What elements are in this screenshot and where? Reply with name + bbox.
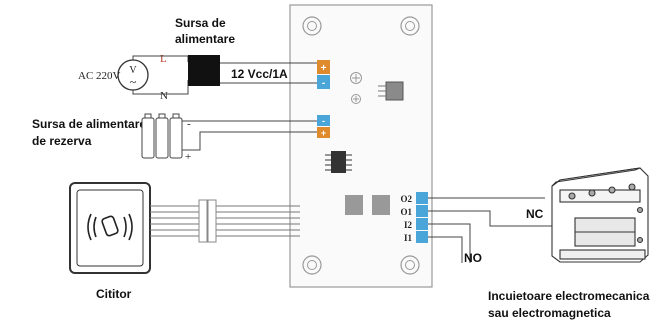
voltmeter-tilde-label: ~: [130, 75, 137, 89]
line-l-label: L: [160, 53, 167, 65]
power-terminal-block: + -: [317, 60, 330, 89]
component-pad: [345, 195, 363, 215]
ac-voltage-label: AC 220V: [78, 70, 121, 82]
power-minus-sign: -: [322, 78, 325, 89]
terminal-o1-label: O1: [400, 207, 412, 217]
mounting-hole-bottom-left: [302, 255, 322, 275]
power-supply-label-line1: Sursa de: [175, 16, 226, 30]
dc-wires: [220, 62, 318, 84]
output-terminal-block: [416, 192, 428, 243]
lock-label-line2: sau electromagnetica: [488, 306, 611, 320]
backup-supply-label-line1: Sursa de alimentare: [32, 117, 146, 131]
terminal-i1-label: I1: [404, 233, 413, 243]
screw-icon: [350, 72, 362, 104]
reader-label: Cititor: [96, 287, 132, 301]
mounting-hole-bottom-right: [400, 255, 420, 275]
controller-board: [289, 4, 433, 288]
power-supply-label-line2: alimentare: [175, 32, 235, 46]
battery-terminal-plus: +: [321, 128, 326, 138]
line-n-label: N: [160, 90, 168, 102]
relay-component: [378, 81, 404, 101]
battery-minus-label: -: [187, 118, 191, 130]
backup-supply-label-line2: de rezerva: [32, 134, 92, 148]
battery-terminal-minus: -: [322, 116, 325, 126]
no-label: NO: [464, 251, 482, 265]
reader-cable: [150, 199, 300, 243]
lock-wires: [428, 197, 560, 263]
terminal-o2-label: O2: [400, 194, 412, 204]
mounting-hole-top-left: [302, 16, 322, 36]
battery-terminal-block: - +: [317, 115, 330, 138]
dc-output-label: 12 Vcc/1A: [231, 67, 288, 81]
nc-label: NC: [526, 207, 544, 221]
rfid-icon: [87, 213, 133, 241]
component-pad: [372, 195, 390, 215]
ac-source: V ~: [117, 59, 149, 91]
power-plus-sign: +: [321, 63, 327, 74]
mounting-hole-top-right: [400, 16, 420, 36]
terminal-i2-label: I2: [404, 220, 413, 230]
battery-plus-label: +: [185, 151, 191, 163]
power-supply-block: [188, 55, 220, 86]
battery-wires: [182, 120, 318, 151]
card-reader: [69, 182, 151, 274]
lock-label-line1: Incuietoare electromecanica: [488, 289, 650, 303]
voltmeter-v-label: V: [129, 65, 137, 76]
battery-pack: [141, 113, 183, 159]
ic-chip: [325, 151, 352, 173]
electromagnetic-lock: [551, 167, 649, 263]
